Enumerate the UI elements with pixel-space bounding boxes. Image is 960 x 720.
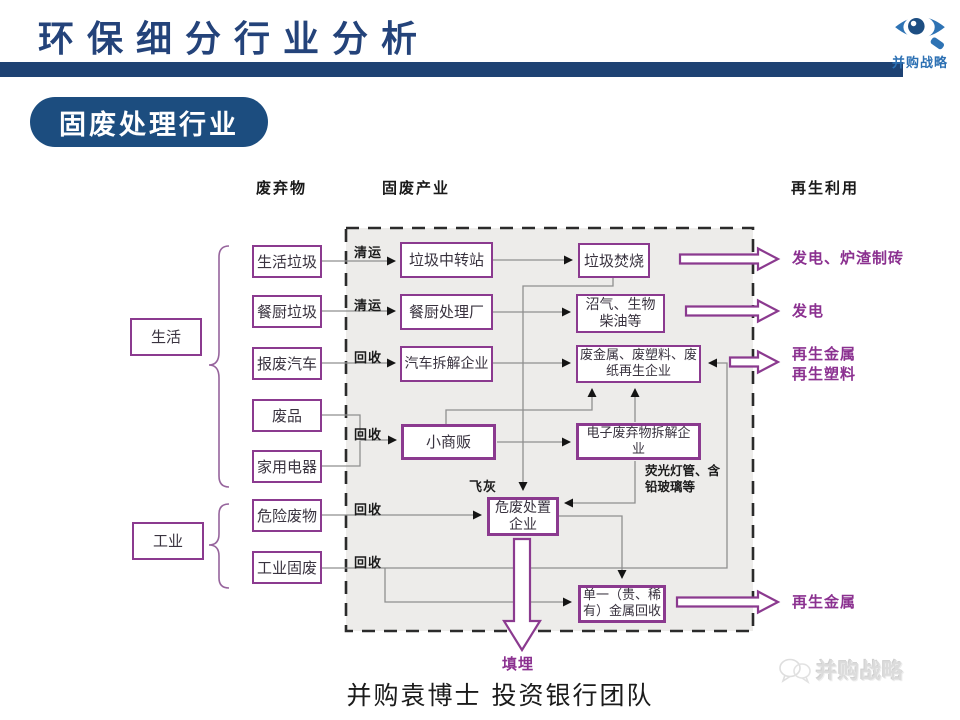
- node-household-waste: 生活垃圾: [252, 245, 322, 278]
- brand-logo-text: 并购战略: [891, 56, 948, 71]
- node-kitchen-waste: 餐厨垃圾: [252, 295, 322, 328]
- edge-label-landfill: 填埋: [502, 655, 535, 673]
- connector-lines: [322, 255, 728, 607]
- edge-label-collect-1: 清运: [354, 246, 383, 261]
- watermark-text: 并购战略: [816, 659, 904, 683]
- life-group-brace: [208, 245, 230, 488]
- footer-watermark: 并购战略: [778, 655, 904, 685]
- edge-label-recycle-1: 回收: [354, 351, 383, 366]
- edge-label-fluorescent-lead-glass: 荧光灯管、含铅玻璃等: [645, 463, 721, 494]
- landfill-arrow: [502, 537, 542, 653]
- node-transfer-station: 垃圾中转站: [400, 242, 493, 278]
- node-industrial-solid-waste: 工业固废: [252, 551, 322, 584]
- node-incineration: 垃圾焚烧: [578, 243, 650, 278]
- output-recycled-metal-2: 再生金属: [792, 593, 857, 611]
- magnifier-eye-icon: [895, 15, 945, 50]
- brand-logo: 并购战略: [884, 6, 956, 71]
- wechat-bubbles-icon: [779, 658, 811, 685]
- node-home-appliances: 家用电器: [252, 450, 322, 483]
- node-hazardous-waste: 危险废物: [252, 499, 322, 532]
- edge-label-recycle-3: 回收: [354, 503, 383, 518]
- node-group-industrial: 工业: [132, 522, 204, 560]
- edge-label-collect-2: 清运: [354, 299, 383, 314]
- column-header-recycling: 再生利用: [791, 179, 860, 197]
- node-group-life: 生活: [130, 318, 202, 356]
- node-kitchen-treatment-plant: 餐厨处理厂: [400, 294, 493, 330]
- node-scrap-goods: 废品: [252, 399, 322, 432]
- column-header-waste: 废弃物: [256, 179, 308, 197]
- title-underline-bar: [0, 62, 903, 77]
- output-power-slag-bricks: 发电、炉渣制砖: [792, 249, 905, 267]
- page-title: 环保细分行业分析: [38, 18, 431, 60]
- output-recycled-metal: 再生金属: [792, 345, 857, 363]
- industrial-group-brace: [208, 503, 230, 589]
- edge-label-recycle-2: 回收: [354, 428, 383, 443]
- node-hazwaste-disposal: 危废处置企业: [487, 497, 559, 536]
- output-arrows: [502, 246, 781, 653]
- node-single-metal-recovery: 单一（贵、稀有）金属回收: [578, 585, 666, 623]
- node-scrap-cars: 报废汽车: [252, 347, 322, 380]
- node-biogas-biodiesel: 沼气、生物柴油等: [576, 294, 665, 333]
- node-small-vendors: 小商贩: [401, 424, 496, 460]
- node-recycling-enterprises: 废金属、废塑料、废纸再生企业: [576, 345, 701, 383]
- section-badge: 固废处理行业: [30, 97, 268, 147]
- output-power: 发电: [792, 302, 825, 320]
- column-header-industry: 固废产业: [382, 179, 451, 197]
- output-recycled-materials: 再生金属 再生塑料: [792, 345, 856, 384]
- edge-label-recycle-4: 回收: [354, 556, 383, 571]
- edge-label-fly-ash: 飞灰: [469, 480, 498, 495]
- node-ewaste-dismantling: 电子废弃物拆解企业: [576, 423, 701, 460]
- node-car-dismantling: 汽车拆解企业: [400, 346, 493, 382]
- output-recycled-plastic: 再生塑料: [792, 364, 857, 383]
- footer-credit: 并购袁博士 投资银行团队: [346, 681, 654, 710]
